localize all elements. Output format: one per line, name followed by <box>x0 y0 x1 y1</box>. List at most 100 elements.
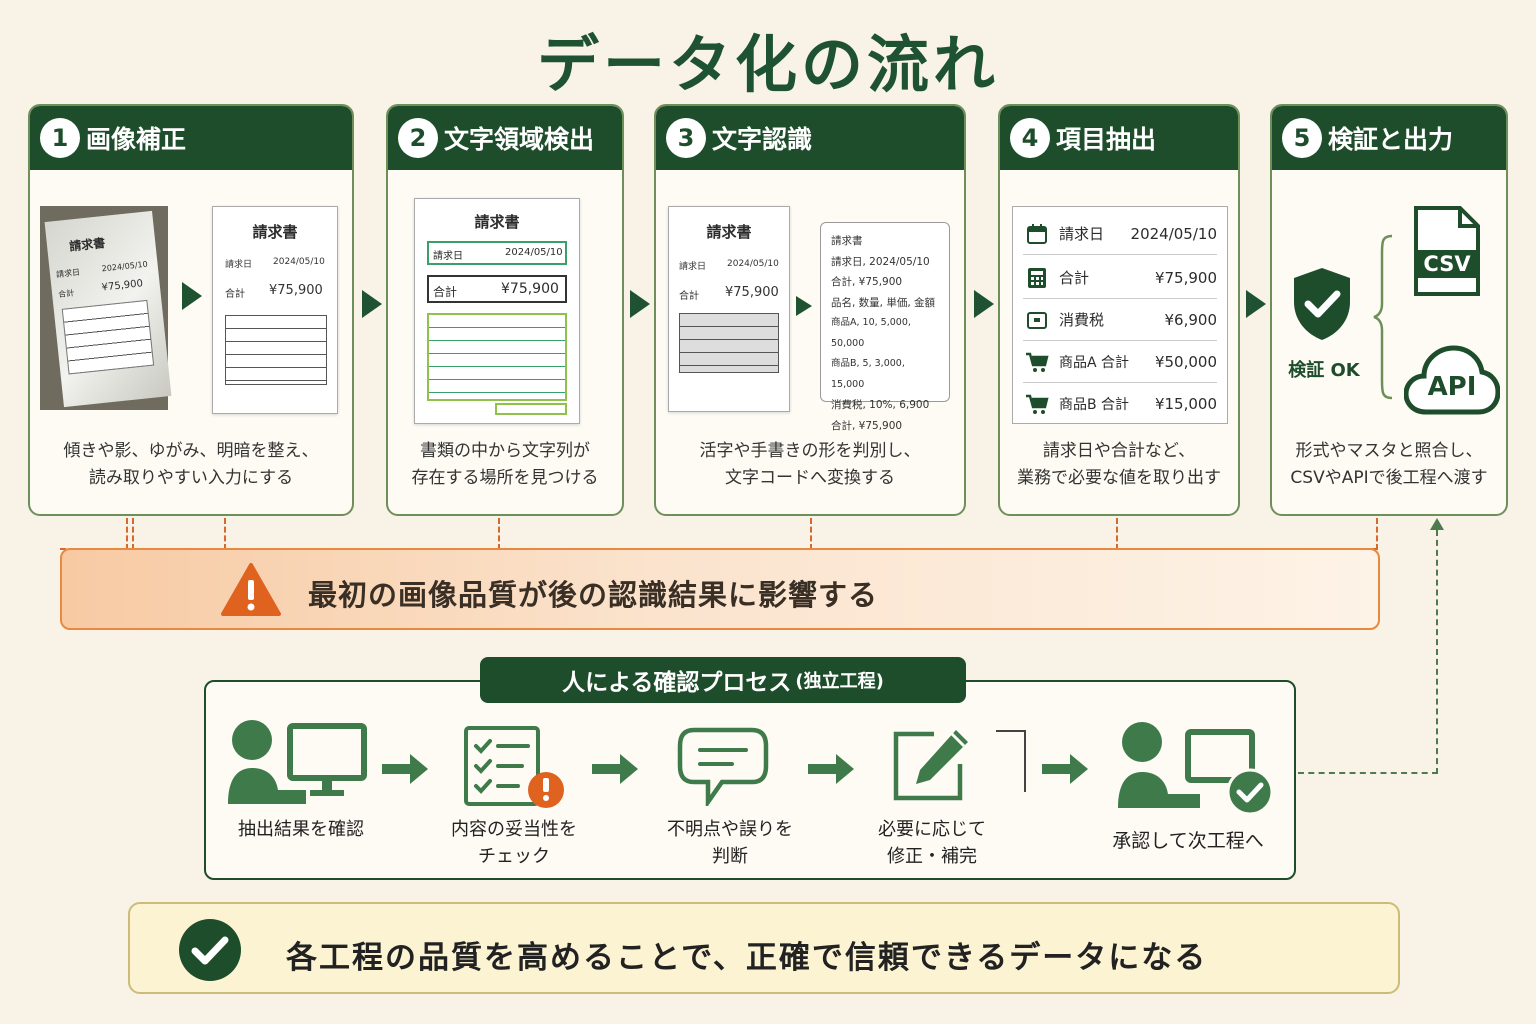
cart-icon <box>1023 351 1051 373</box>
doc-table <box>679 313 779 373</box>
step-title: 画像補正 <box>86 125 187 154</box>
source-doc: 請求書 請求日 2024/05/10 合計 ¥75,900 <box>668 206 790 412</box>
region-date-value: 2024/05/10 <box>505 247 563 258</box>
calculator-icon <box>1023 267 1051 289</box>
feedback-connector <box>1298 772 1438 774</box>
doc-table <box>225 315 327 385</box>
dashed-connector <box>1116 518 1118 550</box>
region-total-label: 合計 <box>433 285 458 299</box>
doc-total-value: ¥75,900 <box>269 283 323 298</box>
ocr-line: 消費税, 10%, 6,900 <box>831 399 930 411</box>
step-number: 2 <box>398 118 438 158</box>
footer-region-box <box>495 403 567 415</box>
human-step-text: 判断 <box>712 846 748 867</box>
photo-total-value: ¥75,900 <box>101 278 144 294</box>
detected-doc: 請求書 請求日 2024/05/10 合計 ¥75,900 <box>414 198 580 424</box>
desc-line: 文字コードへ変換する <box>725 468 895 488</box>
arrow-right-icon <box>592 754 640 788</box>
human-step-1: 抽出結果を確認 <box>216 816 386 843</box>
ocr-line: 商品A, 10, 5,000, 50,000 <box>831 317 911 349</box>
ocr-line: 請求書 <box>831 235 863 247</box>
warning-text: 最初の画像品質が後の認識結果に影響する <box>308 578 879 612</box>
arrow-up-icon <box>1430 518 1444 530</box>
verify-ok-label: 検証 OK <box>1288 360 1360 381</box>
doc-date-row: 請求日 2024/05/10 <box>679 259 779 272</box>
doc-total-row: 合計 ¥75,900 <box>679 285 779 302</box>
human-step-text: 不明点や誤りを <box>667 819 793 840</box>
step-card-1: 1 画像補正 請求書 請求日 2024/05/10 合計 ¥75,900 請求書… <box>28 104 354 516</box>
tax-icon <box>1023 310 1051 330</box>
step-title: 検証と出力 <box>1328 125 1454 154</box>
field-label: 合計 <box>1059 269 1090 287</box>
flow-arrow-icon <box>974 290 994 318</box>
human-step-text: 修正・補完 <box>887 846 977 867</box>
checklist-warning-icon <box>462 726 566 814</box>
step-description: 活字や手書きの形を判別し、 文字コードへ変換する <box>656 438 964 492</box>
photo-date-value: 2024/05/10 <box>101 259 149 274</box>
field-label: 消費税 <box>1059 311 1105 329</box>
date-region-box: 請求日 2024/05/10 <box>427 241 567 265</box>
csv-file-icon: CSV <box>1412 206 1482 302</box>
human-step-3: 不明点や誤りを 判断 <box>642 816 818 870</box>
photo-title: 請求書 <box>68 235 106 254</box>
api-label: API <box>1427 372 1477 402</box>
flow-arrow-icon <box>630 290 650 318</box>
human-step-text: チェック <box>478 846 550 867</box>
region-date-label: 請求日 <box>433 251 463 262</box>
doc-date-label: 請求日 <box>679 262 707 272</box>
step-title: 文字認識 <box>712 125 813 154</box>
desc-line: 活字や手書きの形を判別し、 <box>699 441 921 461</box>
doc-date-row: 請求日 2024/05/10 <box>225 257 325 270</box>
human-review-panel: 抽出結果を確認 内容の妥当性を チェック 不明点や誤りを 判断 必要に応じて 修… <box>204 680 1296 880</box>
human-step-4: 必要に応じて 修正・補完 <box>848 816 1016 870</box>
field-row-total: 合計 ¥75,900 <box>1023 257 1217 299</box>
step-card-3: 3 文字認識 請求書 請求日 2024/05/10 合計 ¥75,900 請求書… <box>654 104 966 516</box>
desc-line: 形式やマスタと照合し、 <box>1295 441 1483 461</box>
arrow-icon <box>796 296 812 316</box>
doc-title: 請求書 <box>474 213 520 231</box>
doc-title: 請求書 <box>252 223 298 241</box>
dashed-connector <box>810 518 812 550</box>
ocr-line: 商品B, 5, 3,000, 15,000 <box>831 358 905 390</box>
dashed-connector <box>126 518 128 550</box>
region-total-value: ¥75,900 <box>501 281 559 297</box>
arrow-right-icon <box>808 754 856 788</box>
doc-date-value: 2024/05/10 <box>273 257 325 267</box>
human-step-text: 必要に応じて <box>878 819 986 840</box>
human-review-title: 人による確認プロセス (独立工程) <box>480 657 966 703</box>
doc-total-label: 合計 <box>679 291 699 302</box>
field-row-date: 請求日 2024/05/10 <box>1023 213 1217 255</box>
person-monitor-icon <box>226 718 372 814</box>
shield-check-icon <box>1290 266 1354 346</box>
desc-line: 請求日や合計など、 <box>1042 441 1196 461</box>
doc-title: 請求書 <box>706 223 752 241</box>
photo-table <box>61 299 155 375</box>
desc-line: 傾きや影、ゆがみ、明暗を整え、 <box>63 441 319 461</box>
field-label: 商品B 合計 <box>1059 397 1130 413</box>
step-number: 4 <box>1010 118 1050 158</box>
desc-line: 書類の中から文字列が <box>420 441 590 461</box>
page-title: データ化の流れ <box>536 28 999 101</box>
photo-date-label: 請求日 <box>55 267 81 280</box>
conclusion-text: 各工程の品質を高めることで、正確で信頼できるデータになる <box>286 940 1208 976</box>
human-step-text: 内容の妥当性を <box>451 819 577 840</box>
human-step-5: 承認して次工程へ <box>1090 828 1286 855</box>
field-value: 2024/05/10 <box>1130 224 1217 243</box>
field-value: ¥50,000 <box>1154 352 1217 371</box>
ocr-line: 合計, ¥75,900 <box>831 419 903 432</box>
step-card-5: 5 検証と出力 検証 OK CSV API 形式やマスタと照合し、 CSVやAP… <box>1270 104 1508 516</box>
field-row-item-a: 商品A 合計 ¥50,000 <box>1023 341 1217 383</box>
human-title-text: 人による確認プロセス <box>562 670 792 696</box>
step-card-2: 2 文字領域検出 請求書 請求日 2024/05/10 合計 ¥75,900 書… <box>386 104 624 516</box>
total-region-box: 合計 ¥75,900 <box>427 275 567 303</box>
human-step-text: 承認して次工程へ <box>1112 830 1264 852</box>
chat-bubble-icon <box>676 726 770 810</box>
desc-line: 読み取りやすい入力にする <box>88 468 294 488</box>
ocr-output: 請求書 請求日, 2024/05/10 合計, ¥75,900 品名, 数量, … <box>820 222 950 432</box>
edit-pencil-icon <box>890 726 974 806</box>
ocr-line: 請求日, 2024/05/10 <box>831 255 930 268</box>
dashed-connector <box>498 518 500 550</box>
ocr-line: 合計, ¥75,900 <box>831 276 903 288</box>
calendar-icon <box>1023 223 1051 245</box>
step-number: 3 <box>666 118 706 158</box>
